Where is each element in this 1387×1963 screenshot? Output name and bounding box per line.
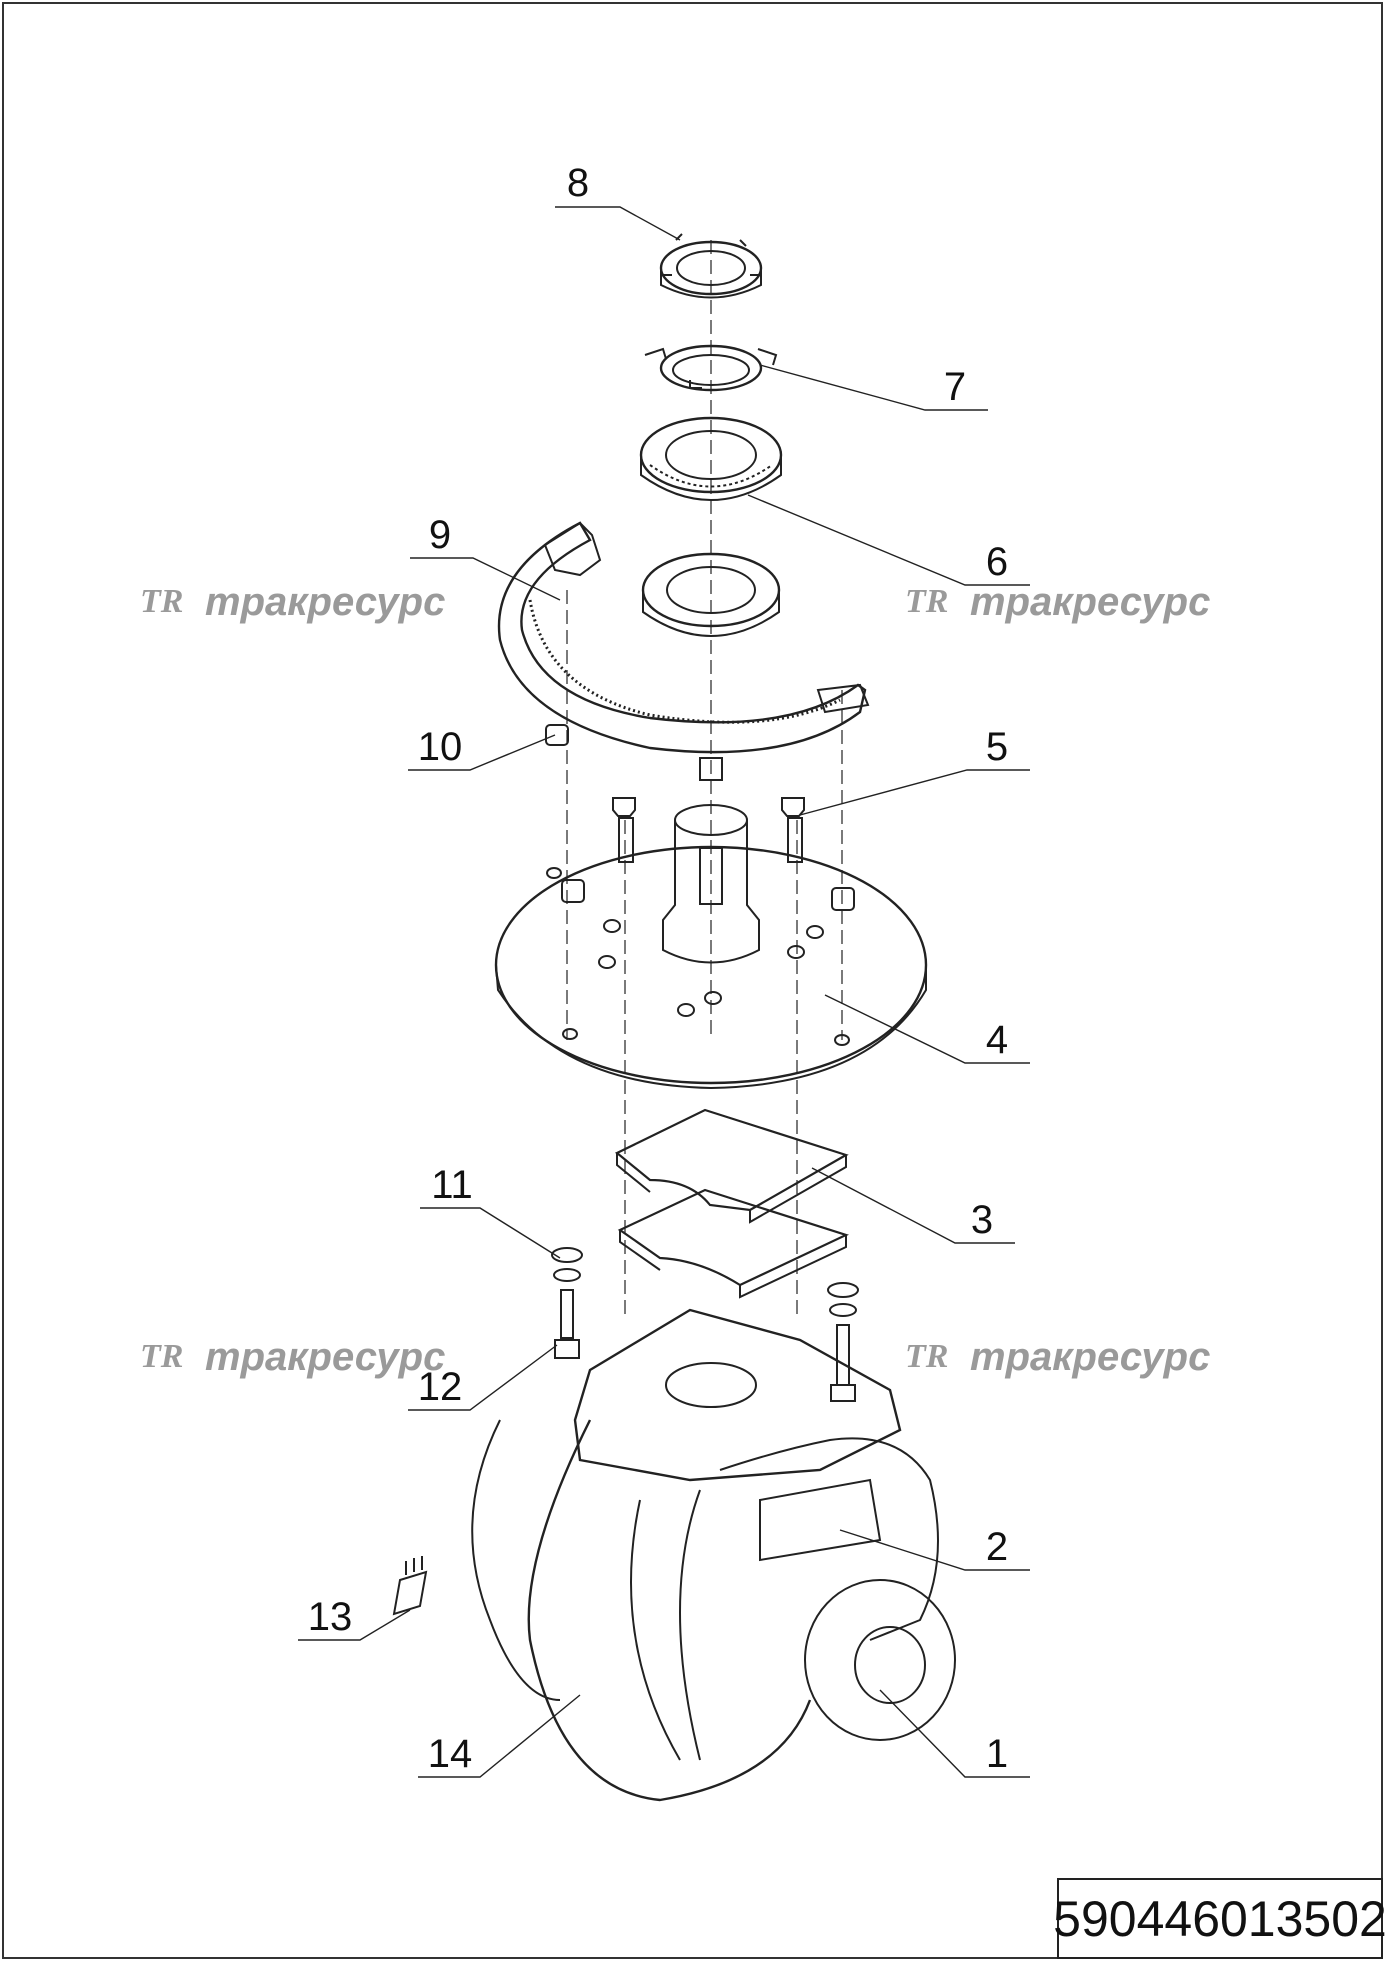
part-6-bearing-race (641, 552, 781, 637)
watermark-logo: TR (905, 583, 948, 620)
callout-labels: 8 7 6 9 10 5 4 3 11 12 2 13 1 14 (308, 161, 1008, 1776)
callout-12: 12 (418, 1365, 463, 1409)
callout-2: 2 (986, 1525, 1008, 1569)
callout-4: 4 (986, 1018, 1008, 1062)
part-number-box: 590446013502 (1053, 1878, 1387, 1959)
callout-8: 8 (567, 161, 589, 205)
watermark-bottom-right: TR тракресурс (905, 1335, 1210, 1379)
watermark-logo: TR (140, 583, 183, 620)
leader-lines (298, 206, 1030, 1778)
watermark-text: тракресурс (205, 580, 445, 624)
watermark-logo: TR (140, 1338, 183, 1375)
watermark-text: тракресурс (205, 1335, 445, 1379)
part-5-bolts-and-pivot (612, 757, 805, 964)
callout-14: 14 (428, 1732, 473, 1776)
watermark-bottom-left: TR тракресурс (140, 1335, 445, 1379)
callout-3: 3 (971, 1198, 993, 1242)
watermark-text: тракресурс (970, 580, 1210, 624)
part-10-dowel-sleeve (545, 724, 855, 911)
watermarks: TR тракресурс TR тракресурс TR тракресур… (140, 580, 1210, 1379)
part-6-roller-bearing (639, 416, 783, 501)
part-number: 590446013502 (1053, 1890, 1387, 1947)
watermark-logo: TR (905, 1338, 948, 1375)
part-13-clip (392, 1556, 428, 1616)
watermark-top-right: TR тракресурс (905, 580, 1210, 624)
part-11-12-washer-bolt (551, 1247, 859, 1402)
part-8-slotted-nut (659, 233, 763, 299)
part-3-shim-plates (614, 1108, 849, 1299)
watermark-text: тракресурс (970, 1335, 1210, 1379)
callout-6: 6 (986, 540, 1008, 584)
watermark-top-left: TR тракресурс (140, 580, 445, 624)
callout-11: 11 (431, 1163, 473, 1207)
callout-13: 13 (308, 1595, 353, 1639)
callout-10: 10 (418, 725, 463, 769)
part-9-gear-sector (497, 521, 870, 754)
callout-1: 1 (986, 1732, 1008, 1776)
callout-7: 7 (944, 365, 966, 409)
callout-9: 9 (429, 513, 451, 557)
part-1-2-14-drive-wheel-assembly (471, 1308, 956, 1802)
callout-5: 5 (986, 725, 1008, 769)
part-4-turntable-plate (494, 845, 928, 1090)
part-7-lock-washer (644, 344, 778, 392)
